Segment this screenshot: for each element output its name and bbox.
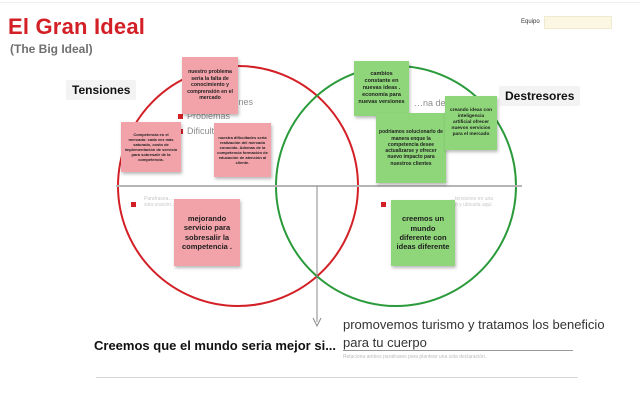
strengths-label: Destresores — [499, 86, 581, 106]
bullet-icon — [178, 114, 183, 120]
team-input[interactable] — [544, 16, 612, 29]
tension-item: Problemas — [178, 111, 230, 121]
sticky-note[interactable]: creando ideas con inteligencia artificia… — [445, 96, 497, 150]
page-subtitle: (The Big Ideal) — [10, 42, 93, 56]
red-square-icon — [131, 196, 140, 214]
strength-partial-text: …na destr… — [414, 98, 465, 108]
bottom-divider — [96, 377, 578, 378]
team-label: Equipo — [521, 19, 540, 25]
arrow-head-icon — [312, 317, 322, 328]
answer-underline — [343, 350, 573, 351]
strength-hint-text: …tensiones en una …n y ubicarla aquí. — [450, 196, 494, 208]
sticky-note[interactable]: cambios constante en nuevas ideas . econ… — [354, 61, 409, 116]
sticky-note[interactable]: creemos un mundo diferente con ideas dif… — [391, 200, 455, 266]
answer-hint: Relaciona ambos parafrases para plantear… — [343, 354, 487, 360]
red-square-icon — [381, 196, 390, 214]
sticky-note[interactable]: mejorando servicio para sobresalir la co… — [174, 199, 240, 266]
top-divider — [0, 2, 640, 3]
sticky-note[interactable]: nuestra dificultades seria realización d… — [214, 123, 271, 177]
tension-hint-text: Parafrasea… sola oración… — [144, 196, 176, 208]
sticky-note[interactable]: nuestro problema seria la falta de conoc… — [182, 57, 238, 114]
belief-answer-field[interactable]: promovemos turismo y tratamos los benefi… — [343, 317, 605, 350]
page-title: El Gran Ideal — [8, 14, 146, 39]
sticky-note[interactable]: podríamos solucionarlo de manera enque l… — [376, 113, 446, 183]
tensions-label: Tensiones — [66, 80, 137, 100]
belief-statement-label: Creemos que el mundo seria mejor si... — [94, 338, 337, 353]
sticky-note[interactable]: Competencia en el mercado: cada vez más … — [121, 122, 181, 172]
